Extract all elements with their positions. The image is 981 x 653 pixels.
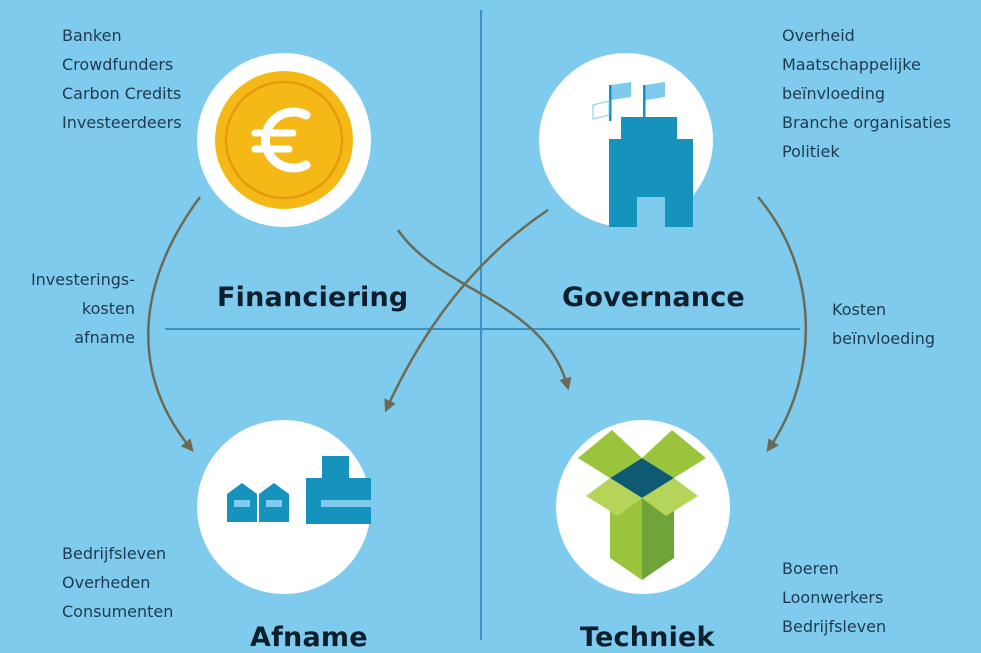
right-edge-label: Kosten beïnvloeding (832, 295, 935, 353)
techniek-title: Techniek (580, 622, 715, 653)
edge-label-line: beïnvloeding (832, 329, 936, 348)
euro-coin-icon (215, 71, 353, 209)
government-building-icon (592, 82, 693, 233)
list-item: Maatschappelijke (782, 55, 921, 74)
financiering-circle (197, 53, 371, 227)
edge-label-line: Kosten (832, 300, 887, 319)
list-item: Consumenten (62, 602, 174, 621)
afname-stakeholders: Bedrijfsleven Overheden Consumenten (62, 539, 173, 626)
list-item: Carbon Credits (62, 84, 182, 103)
financiering-stakeholders: Banken Crowdfunders Carbon Credits Inves… (62, 21, 182, 137)
list-item: Bedrijfsleven (782, 617, 887, 636)
governance-stakeholders: Overheid Maatschappelijke beïnvloeding B… (782, 21, 951, 166)
list-item: Bedrijfsleven (62, 544, 167, 563)
open-box-icon (578, 430, 706, 580)
left-edge-label: Investerings- kosten afname (0, 265, 135, 352)
factory-houses-icon (227, 456, 391, 524)
techniek-circle (556, 420, 730, 594)
edge-label-line: afname (74, 328, 135, 347)
list-item: Banken (62, 26, 122, 45)
list-item: Boeren (782, 559, 839, 578)
techniek-stakeholders: Boeren Loonwerkers Bedrijfsleven (782, 554, 886, 641)
list-item: Loonwerkers (782, 588, 884, 607)
financiering-title: Financiering (217, 282, 409, 313)
edge-label-line: Investerings- (30, 270, 135, 289)
list-item: Overheden (62, 573, 151, 592)
edge-label-line: kosten (81, 299, 135, 318)
governance-circle (539, 53, 713, 233)
afname-circle (197, 420, 391, 594)
afname-title: Afname (250, 622, 368, 653)
list-item: Overheid (782, 26, 855, 45)
arrow-governance-to-techniek (757, 196, 807, 453)
arrow-financiering-to-techniek (396, 229, 572, 391)
list-item: Politiek (782, 142, 840, 161)
list-item: Investeerdeers (62, 113, 182, 132)
list-item: Branche organisaties (782, 113, 952, 132)
list-item: beïnvloeding (782, 84, 886, 103)
arrow-financiering-to-afname (147, 196, 202, 452)
governance-title: Governance (562, 282, 745, 313)
list-item: Crowdfunders (62, 55, 174, 74)
arrow-governance-to-afname (384, 208, 549, 413)
